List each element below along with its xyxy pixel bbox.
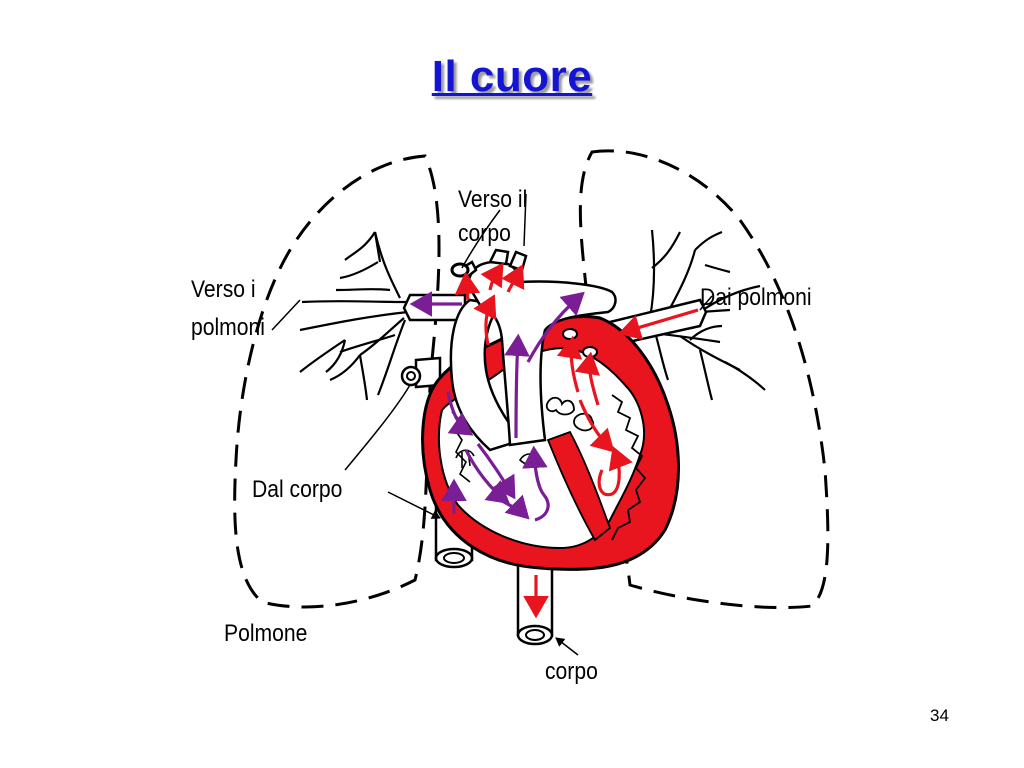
label-to-body-line1: Verso il — [458, 186, 528, 213]
left-lung-outline — [233, 154, 441, 609]
label-to-lungs-line1: Verso i — [191, 276, 256, 303]
label-lung: Polmone — [224, 620, 308, 647]
label-to-body-line2: corpo — [458, 220, 511, 247]
slide-title: Il cuore — [431, 52, 593, 101]
label-body: corpo — [545, 658, 598, 685]
page-number: 34 — [930, 706, 949, 725]
label-from-body: Dal corpo — [252, 476, 343, 503]
septum — [546, 430, 612, 542]
label-from-lungs: Dai polmoni — [700, 284, 812, 311]
deoxygenated-flow — [409, 291, 585, 522]
right-lung-outline — [578, 149, 830, 610]
oxygenated-flow — [454, 262, 699, 619]
leader-lines — [271, 193, 713, 656]
pulmonary-artery-left — [402, 293, 467, 322]
left-bronchi — [299, 231, 409, 401]
label-to-lungs-line2: polmoni — [191, 314, 265, 341]
